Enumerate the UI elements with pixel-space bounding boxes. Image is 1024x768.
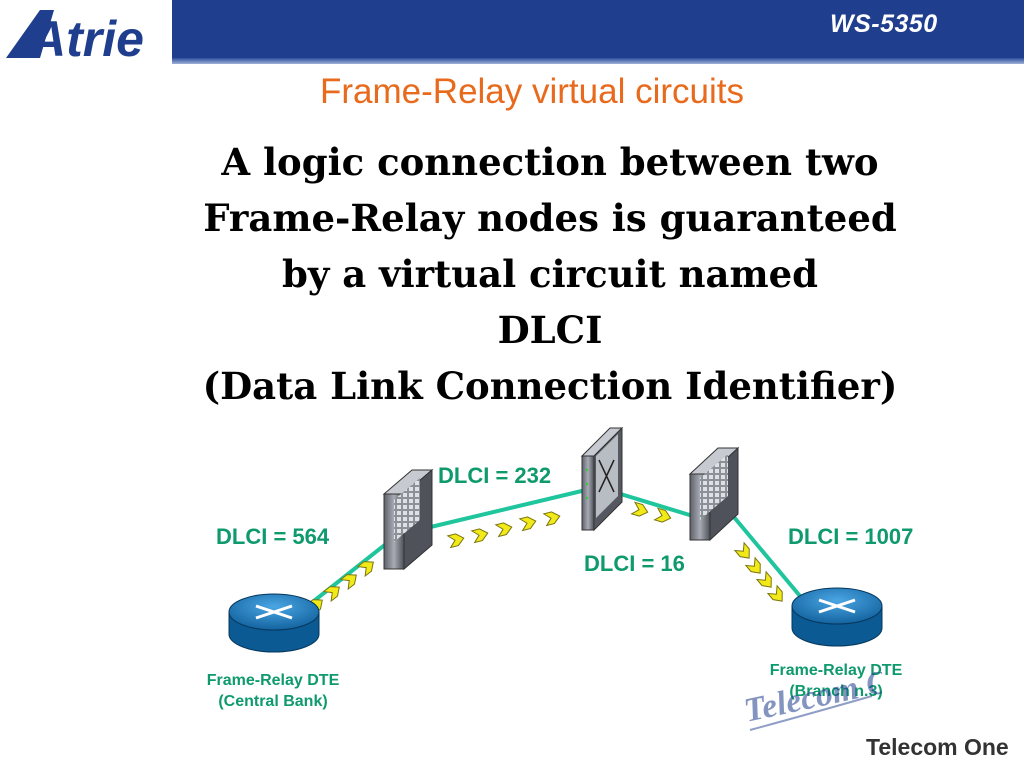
link-line: [417, 488, 587, 532]
body-line: DLCI: [497, 308, 603, 352]
header-shade: [0, 58, 1024, 64]
arrow-icon: [446, 533, 465, 549]
dte-label-central: Frame-Relay DTE (Central Bank): [183, 670, 363, 712]
frame-relay-switch-icon: [580, 426, 624, 532]
arrow-icon: [744, 556, 761, 574]
router-icon: [791, 587, 883, 647]
arrow-icon: [630, 501, 649, 517]
body-line: by a virtual circuit named: [281, 252, 819, 296]
slide-title: Frame-Relay virtual circuits: [320, 72, 744, 111]
arrow-icon: [494, 522, 513, 538]
link-line: [726, 508, 807, 604]
footer-brand: Telecom One: [866, 734, 1009, 760]
arrow-icon: [518, 516, 537, 532]
body-line: (Data Link Connection Identifier): [202, 364, 898, 408]
arrow-icon: [356, 561, 374, 578]
arrow-icon: [733, 541, 750, 559]
watermark-text: Telecom One: [742, 672, 882, 730]
arrow-icon: [653, 507, 672, 523]
dlci-label-232: DLCI = 232: [438, 463, 552, 488]
frame-relay-switch-icon: [688, 446, 740, 542]
router-icon: [228, 593, 320, 653]
dlci-label-564: DLCI = 564: [216, 524, 330, 549]
product-name: WS-5350: [830, 10, 938, 38]
dte-site: (Branch n.3): [789, 683, 883, 700]
logo-text: Atrie: [28, 11, 144, 64]
slide-body: A logic connection between two Frame-Rel…: [130, 134, 970, 414]
arrow-icon: [755, 570, 772, 588]
body-line: Frame-Relay nodes is guaranteed: [203, 196, 897, 240]
dte-name: Frame-Relay DTE: [206, 672, 340, 689]
arrow-icon: [542, 511, 561, 527]
arrow-icon: [766, 584, 783, 602]
arrow-icon: [339, 574, 357, 591]
atrie-logo-icon: Atrie: [0, 0, 172, 64]
dlci-label-16: DLCI = 16: [584, 551, 685, 576]
dlci-label-1007: DLCI = 1007: [788, 524, 914, 549]
dte-name: Frame-Relay DTE: [769, 662, 903, 679]
body-line: A logic connection between two: [221, 140, 879, 184]
dte-site: (Central Bank): [218, 693, 328, 710]
dte-label-branch: Frame-Relay DTE (Branch n.3): [746, 660, 926, 702]
arrow-icon: [322, 586, 340, 603]
telecom-one-watermark-icon: Telecom One: [742, 672, 882, 731]
frame-relay-switch-icon: [382, 468, 434, 571]
logo: Atrie: [0, 0, 172, 64]
arrow-icon: [470, 528, 489, 544]
